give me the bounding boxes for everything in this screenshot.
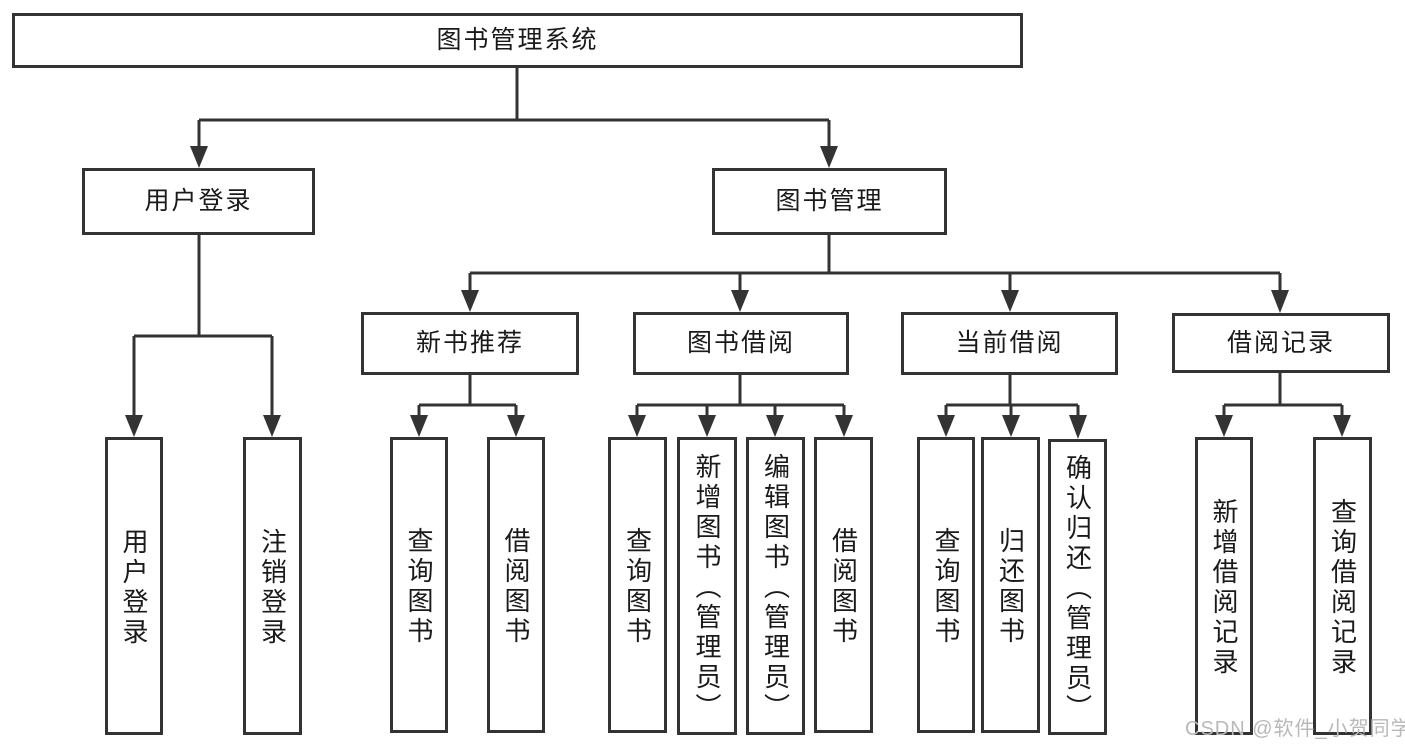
- leaf-query-books-current-label: 查询图书: [931, 527, 962, 647]
- leaf-query-books-borrow-label: 查询图书: [622, 527, 653, 647]
- node-book-management-label: 图书管理: [775, 187, 884, 215]
- leaf-add-borrow-record: 新增借阅记录: [1195, 437, 1253, 735]
- leaf-query-books-recommend-label: 查询图书: [404, 527, 435, 647]
- node-current-borrowing: 当前借阅: [901, 312, 1118, 375]
- leaf-query-borrow-record: 查询借阅记录: [1313, 437, 1372, 735]
- node-user-login: 用户登录: [82, 168, 315, 235]
- leaf-query-books-recommend: 查询图书: [390, 437, 448, 733]
- node-borrowing-records-label: 借阅记录: [1226, 328, 1335, 357]
- leaf-query-books-current: 查询图书: [917, 437, 975, 733]
- leaf-edit-books-admin: 编辑图书（管理员）: [746, 437, 805, 735]
- node-borrowing-records: 借阅记录: [1172, 313, 1390, 373]
- leaf-edit-books-admin-label: 编辑图书（管理员）: [760, 453, 791, 723]
- leaf-borrow-books: 借阅图书: [814, 437, 873, 733]
- leaf-return-books: 归还图书: [981, 437, 1040, 733]
- leaf-borrow-books-recommend-label: 借阅图书: [501, 527, 532, 647]
- node-current-borrowing-label: 当前借阅: [955, 329, 1064, 357]
- leaf-user-login: 用户登录: [105, 437, 163, 735]
- node-new-book-recommend: 新书推荐: [361, 312, 579, 375]
- leaf-return-books-label: 归还图书: [995, 527, 1026, 647]
- csdn-watermark: CSDN @软件_小贺同学: [1185, 718, 1405, 740]
- leaf-add-books-admin-label: 新增图书（管理员）: [692, 453, 723, 723]
- node-book-management: 图书管理: [712, 168, 947, 235]
- node-user-login-label: 用户登录: [144, 187, 253, 215]
- node-root-system: 图书管理系统: [12, 13, 1023, 68]
- node-book-borrowing-label: 图书借阅: [686, 329, 795, 357]
- leaf-borrow-books-label: 借阅图书: [828, 527, 859, 647]
- leaf-add-books-admin: 新增图书（管理员）: [677, 437, 737, 735]
- leaf-user-login-label: 用户登录: [119, 528, 150, 648]
- node-book-borrowing: 图书借阅: [633, 312, 849, 375]
- leaf-query-books-borrow: 查询图书: [608, 437, 667, 733]
- leaf-confirm-return-admin-label: 确认归还（管理员）: [1062, 454, 1093, 724]
- leaf-logout: 注销登录: [243, 437, 302, 735]
- leaf-logout-label: 注销登录: [257, 528, 288, 648]
- leaf-add-borrow-record-label: 新增借阅记录: [1209, 498, 1240, 678]
- node-new-book-recommend-label: 新书推荐: [415, 329, 524, 357]
- node-root-label: 图书管理系统: [436, 26, 599, 54]
- leaf-confirm-return-admin: 确认归还（管理员）: [1048, 439, 1107, 735]
- leaf-borrow-books-recommend: 借阅图书: [487, 437, 545, 733]
- leaf-query-borrow-record-label: 查询借阅记录: [1327, 498, 1358, 678]
